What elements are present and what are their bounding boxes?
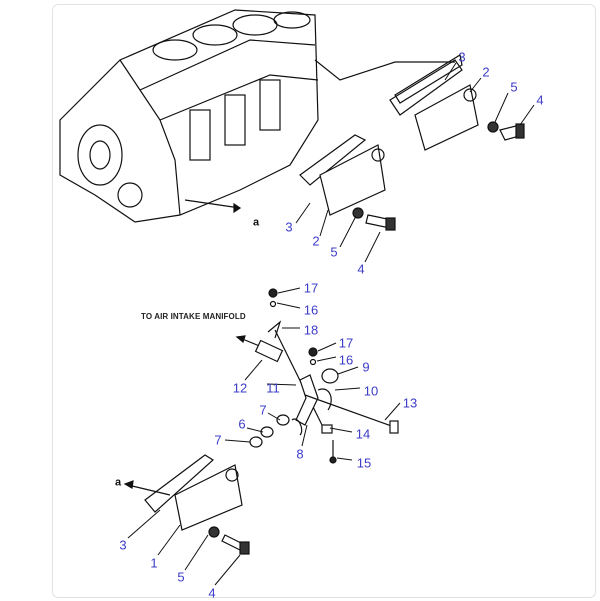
part-label: 15 (356, 455, 372, 471)
part-label: 5 (177, 569, 185, 585)
view-arrow-label-a: a (252, 216, 260, 229)
part-label: 11 (266, 380, 280, 396)
pipe-assembly (235, 288, 399, 464)
lower-cover-assembly (123, 454, 250, 555)
part-label: 3 (285, 219, 293, 235)
part-label: 12 (232, 380, 248, 396)
part-label: 3 (119, 537, 127, 553)
part-label: 8 (296, 446, 304, 462)
upper-right-cover-assembly (389, 54, 525, 151)
part-label: 4 (208, 585, 216, 601)
part-label: 10 (363, 383, 379, 399)
part-label: 18 (303, 322, 319, 338)
part-label: 4 (357, 261, 365, 277)
part-label: 13 (402, 395, 418, 411)
part-label: 6 (238, 416, 246, 432)
upper-middle-cover-assembly (299, 134, 396, 231)
part-label: 9 (362, 359, 370, 375)
part-label: 16 (338, 352, 354, 368)
part-label: 2 (482, 64, 490, 80)
part-label: 17 (338, 335, 354, 351)
part-label: 16 (303, 302, 319, 318)
part-label: 7 (259, 402, 267, 418)
part-label: 5 (510, 79, 518, 95)
part-label: 14 (355, 426, 371, 442)
view-arrow-label-a: a (114, 476, 122, 489)
part-label: 2 (312, 233, 320, 249)
part-label: 3 (458, 49, 466, 65)
part-label: 1 (150, 555, 158, 571)
leader-lines (127, 62, 535, 586)
part-label: 4 (536, 92, 544, 108)
air-intake-note: TO AIR INTAKE MANIFOLD (141, 312, 246, 321)
image-frame (52, 4, 596, 598)
part-label: 17 (303, 280, 319, 296)
part-label: 7 (214, 432, 222, 448)
part-label: 5 (330, 244, 338, 260)
engine-block (59, 9, 455, 223)
